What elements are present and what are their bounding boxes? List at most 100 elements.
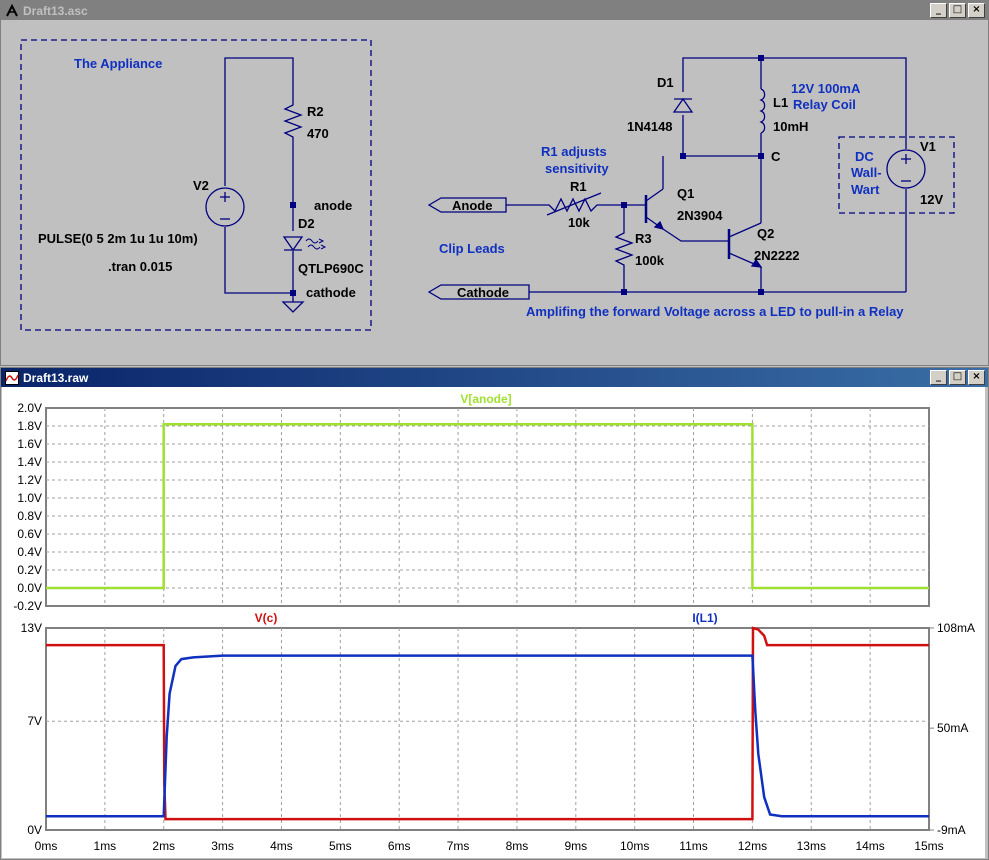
y-tick-label: 1.4V (17, 455, 42, 469)
r3-resistor (614, 228, 634, 292)
d2-value: QTLP690C (298, 261, 364, 276)
y-tick-label: -0.2V (13, 599, 42, 613)
y-tick-label: 2.0V (17, 401, 42, 415)
y-tick-label: 1.2V (17, 473, 42, 487)
l1-coil (759, 88, 766, 134)
v-anode-trace (46, 422, 929, 590)
v1-name: V1 (920, 139, 936, 154)
x-tick-label: 14ms (855, 839, 884, 853)
r2-value: 470 (307, 126, 329, 141)
waveform-icon (5, 370, 19, 385)
relay-label-2: Relay Coil (793, 97, 856, 112)
waveform-titlebar[interactable]: Draft13.raw _ □ × (1, 368, 988, 387)
dc-label-1: DC (855, 149, 874, 164)
y-left-tick-label: 7V (27, 714, 42, 728)
r2-resistor (283, 99, 303, 141)
r1-name: R1 (570, 179, 587, 194)
maximize-button[interactable]: □ (949, 3, 966, 18)
schematic-window: Draft13.asc _ □ × (0, 0, 989, 366)
dc-label-2: Wall- (851, 165, 882, 180)
y-right-tick-label: 108mA (937, 621, 975, 635)
y-left-tick-label: 13V (21, 621, 42, 635)
waveform-title: Draft13.raw (23, 370, 89, 385)
v2-source (205, 187, 245, 227)
schematic-caption: Amplifing the forward Voltage across a L… (526, 304, 904, 319)
q2-value: 2N2222 (754, 248, 800, 263)
y-tick-label: 1.0V (17, 491, 42, 505)
schematic-title: Draft13.asc (23, 3, 88, 18)
x-tick-label: 6ms (388, 839, 411, 853)
dc-label-3: Wart (851, 182, 880, 197)
i-l1-trace-label[interactable]: I(L1) (692, 611, 717, 625)
schematic-titlebar[interactable]: Draft13.asc _ □ × (1, 1, 988, 20)
y-tick-label: 0.0V (17, 581, 42, 595)
v-c-trace-label[interactable]: V(c) (255, 611, 278, 625)
cathode-net-label: cathode (306, 285, 356, 300)
y-tick-label: 0.8V (17, 509, 42, 523)
top-plot-pane[interactable]: 2.0V 1.8V 1.6V 1.4V 1.2V 1.0V 0.8V 0.6V 0.4V 0.2V… (13, 401, 930, 613)
r1-value: 10k (568, 215, 590, 230)
q1-name: Q1 (677, 186, 694, 201)
x-tick-label: 2ms (152, 839, 175, 853)
appliance-label: The Appliance (74, 56, 162, 71)
r1-note-2: sensitivity (545, 161, 609, 176)
waveform-plot[interactable]: 2.0V 1.8V 1.6V 1.4V 1.2V 1.0V 0.8V 0.6V 0.4V 0.2V… (2, 387, 985, 858)
v-anode-trace-label[interactable]: V[anode] (460, 392, 511, 406)
d1-value: 1N4148 (627, 119, 673, 134)
y-tick-label: 0.6V (17, 527, 42, 541)
l1-value: 10mH (773, 119, 808, 134)
l1-name: L1 (773, 95, 788, 110)
top-plot-frame (45, 407, 930, 607)
d1-name: D1 (657, 75, 674, 90)
minimize-button[interactable]: _ (930, 3, 947, 18)
v2-name: V2 (193, 178, 209, 193)
pulse-directive: PULSE(0 5 2m 1u 1u 10m) (38, 231, 198, 246)
r2-name: R2 (307, 104, 324, 119)
r1-note-1: R1 adjusts (541, 144, 607, 159)
x-tick-label: 5ms (329, 839, 352, 853)
i-l1-trace (46, 654, 929, 818)
x-tick-label: 10ms (620, 839, 649, 853)
d2-led (282, 236, 304, 252)
v-c-trace (46, 626, 929, 821)
x-tick-label: 15ms (914, 839, 943, 853)
d2-name: D2 (298, 216, 315, 231)
anode-port (427, 197, 507, 213)
x-tick-label: 7ms (447, 839, 470, 853)
r3-value: 100k (635, 253, 665, 268)
x-tick-label: 12ms (738, 839, 767, 853)
appliance-box (20, 39, 372, 331)
v1-value: 12V (920, 192, 943, 207)
anode-port-label: Anode (452, 198, 492, 213)
relay-label-1: 12V 100mA (791, 81, 861, 96)
q2-name: Q2 (757, 226, 774, 241)
close-button[interactable]: × (968, 370, 985, 385)
ltspice-schematic-icon (5, 3, 19, 18)
close-button[interactable]: × (968, 3, 985, 18)
y-tick-label: 0.4V (17, 545, 42, 559)
q1-value: 2N3904 (677, 208, 723, 223)
x-tick-label: 11ms (679, 839, 707, 853)
c-net-label: C (771, 149, 781, 164)
y-left-tick-label: 0V (27, 823, 42, 837)
y-right-tick-label: -9mA (937, 823, 966, 837)
cathode-port (427, 284, 530, 300)
wallwart-box (838, 136, 955, 214)
y-tick-label: 1.8V (17, 419, 42, 433)
x-tick-label: 4ms (270, 839, 293, 853)
schematic-canvas[interactable]: The Appliance R2 470 V2 anode D2 QTLP690… (3, 22, 986, 363)
tran-directive: .tran 0.015 (108, 259, 172, 274)
minimize-button[interactable]: _ (930, 370, 947, 385)
r1-resistor (546, 197, 601, 213)
y-tick-label: 1.6V (17, 437, 42, 451)
cathode-port-label: Cathode (457, 285, 509, 300)
x-tick-label: 13ms (797, 839, 826, 853)
clip-leads-label: Clip Leads (439, 241, 505, 256)
r3-name: R3 (635, 231, 652, 246)
maximize-button[interactable]: □ (949, 370, 966, 385)
anode-net-label: anode (314, 198, 352, 213)
y-tick-label: 0.2V (17, 563, 42, 577)
x-tick-label: 9ms (564, 839, 587, 853)
